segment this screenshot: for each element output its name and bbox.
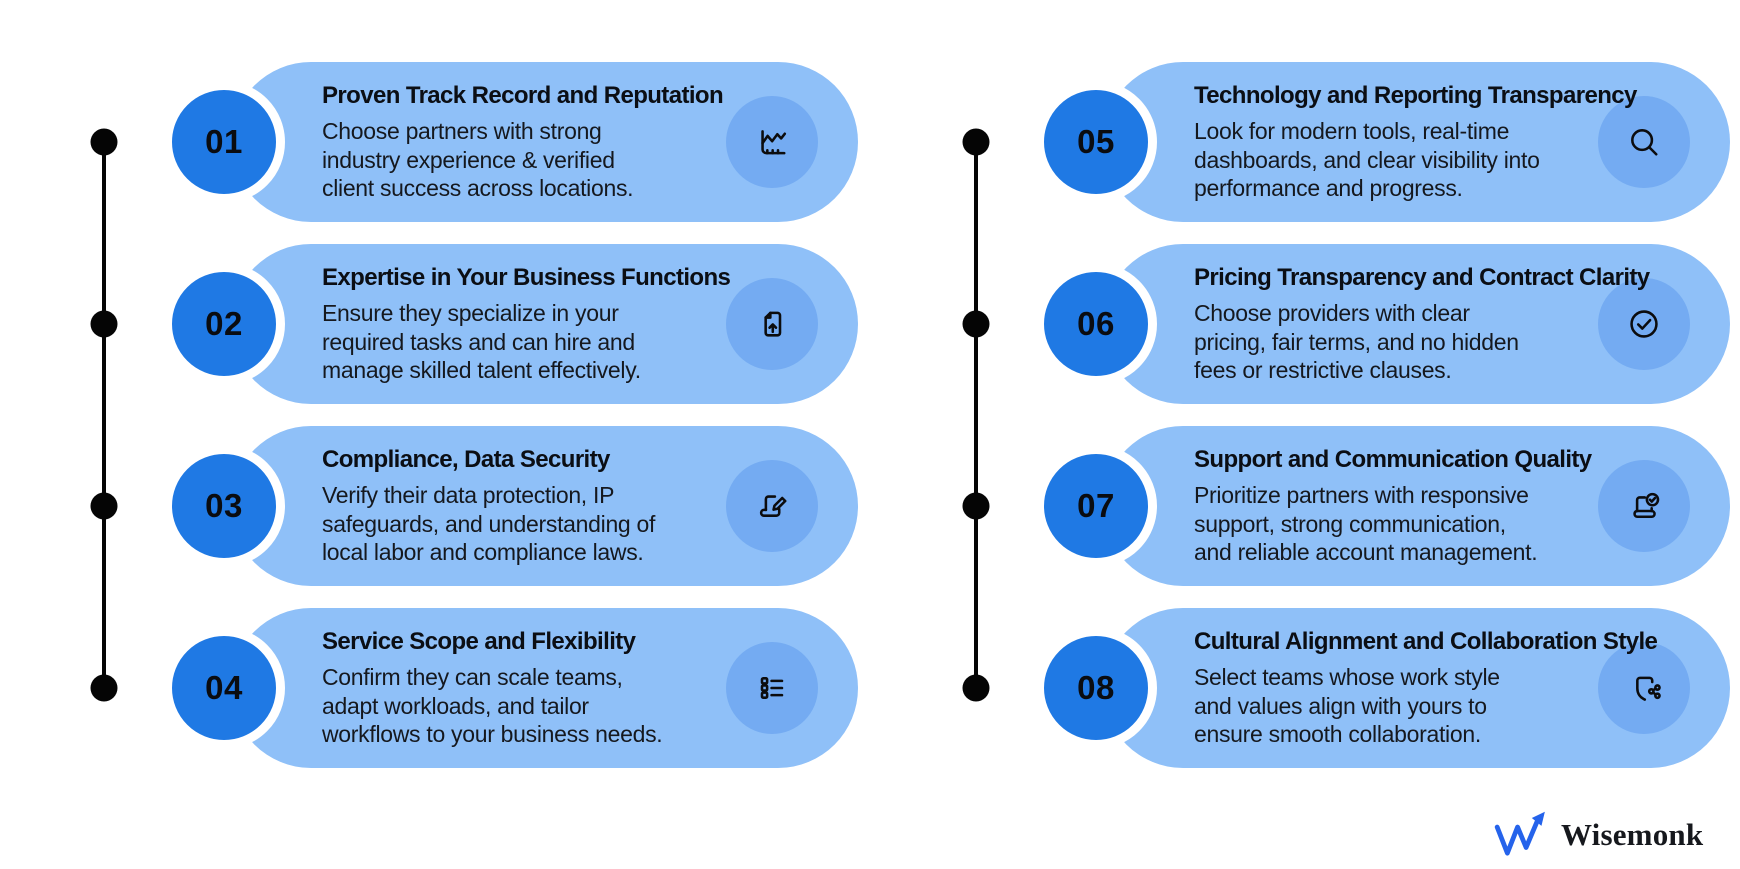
step-number: 06 xyxy=(1077,305,1115,342)
step-card-08: 08 Cultural Alignment and Collaboration … xyxy=(1035,608,1730,768)
timeline-dot-06 xyxy=(962,310,990,338)
card-icon-circle xyxy=(1598,96,1690,188)
check-circle-icon xyxy=(1630,310,1658,338)
card-description: Choose partners with strong industry exp… xyxy=(322,118,634,201)
contract-edit-icon xyxy=(759,495,787,517)
card-texts: Technology and Reporting Transparency Lo… xyxy=(1194,80,1637,203)
card-texts: Proven Track Record and Reputation Choos… xyxy=(322,80,724,203)
timeline-dot-08 xyxy=(962,674,990,702)
card-description: Choose providers with clear pricing, fai… xyxy=(1194,300,1519,383)
column-left: 01 Proven Track Record and Reputation Ch… xyxy=(163,62,858,790)
card-texts: Service Scope and Flexibility Confirm th… xyxy=(322,626,663,749)
card-texts: Support and Communication Quality Priori… xyxy=(1194,444,1592,567)
step-number-circle: 07 xyxy=(1035,445,1157,567)
card-icon-circle xyxy=(726,460,818,552)
card-icon-circle xyxy=(726,278,818,370)
step-card-02: 02 Expertise in Your Business Functions … xyxy=(163,244,858,404)
step-number: 02 xyxy=(205,305,243,342)
wisemonk-mark-icon xyxy=(1494,811,1545,856)
step-number-circle: 08 xyxy=(1035,627,1157,749)
timeline-dot-03 xyxy=(90,492,118,520)
step-number: 07 xyxy=(1077,487,1115,524)
step-number: 08 xyxy=(1077,669,1115,706)
card-title: Technology and Reporting Transparency xyxy=(1194,82,1637,109)
timeline-line-left xyxy=(102,142,106,688)
step-number-circle: 03 xyxy=(163,445,285,567)
step-card-01: 01 Proven Track Record and Reputation Ch… xyxy=(163,62,858,222)
card-title: Service Scope and Flexibility xyxy=(322,628,636,655)
timeline-dot-02 xyxy=(90,310,118,338)
timeline-dot-07 xyxy=(962,492,990,520)
timeline-dot-04 xyxy=(90,674,118,702)
card-texts: Cultural Alignment and Collaboration Sty… xyxy=(1194,626,1658,749)
step-card-06: 06 Pricing Transparency and Contract Cla… xyxy=(1035,244,1730,404)
timeline-line-right xyxy=(974,142,978,688)
step-number-circle: 04 xyxy=(163,627,285,749)
card-description: Verify their data protection, IP safegua… xyxy=(322,482,656,565)
step-number-circle: 02 xyxy=(163,263,285,385)
document-upload-icon xyxy=(764,311,782,337)
step-card-07: 07 Support and Communication Quality Pri… xyxy=(1035,426,1730,586)
card-description: Look for modern tools, real-time dashboa… xyxy=(1194,118,1540,201)
step-number-circle: 06 xyxy=(1035,263,1157,385)
card-icon-circle xyxy=(1598,460,1690,552)
brand-logo: Wisemonk xyxy=(1493,810,1703,860)
card-description: Confirm they can scale teams, adapt work… xyxy=(322,664,663,747)
card-icon-circle xyxy=(726,96,818,188)
step-card-05: 05 Technology and Reporting Transparency… xyxy=(1035,62,1730,222)
step-number-circle: 05 xyxy=(1035,81,1157,203)
card-icon-circle xyxy=(1598,278,1690,370)
column-right: 05 Technology and Reporting Transparency… xyxy=(1035,62,1730,790)
shield-share-icon xyxy=(1636,676,1661,701)
magnifier-icon xyxy=(1631,129,1658,156)
card-title: Compliance, Data Security xyxy=(322,446,610,473)
step-number: 03 xyxy=(205,487,243,524)
card-description: Select teams whose work style and values… xyxy=(1194,664,1500,747)
timeline-dot-01 xyxy=(90,128,118,156)
card-description: Prioritize partners with responsive supp… xyxy=(1194,482,1538,565)
card-title: Pricing Transparency and Contract Clarit… xyxy=(1194,264,1650,291)
step-number: 05 xyxy=(1077,123,1115,160)
card-title: Proven Track Record and Reputation xyxy=(322,82,724,109)
timeline-dot-05 xyxy=(962,128,990,156)
card-texts: Expertise in Your Business Functions Ens… xyxy=(322,262,731,385)
step-card-03: 03 Compliance, Data Security Verify thei… xyxy=(163,426,858,586)
card-title: Support and Communication Quality xyxy=(1194,446,1592,473)
step-number-circle: 01 xyxy=(163,81,285,203)
step-number: 01 xyxy=(205,123,243,160)
laptop-check-icon xyxy=(1633,492,1660,519)
checklist-icon xyxy=(760,677,784,699)
step-number: 04 xyxy=(205,669,243,706)
card-icon-circle xyxy=(726,642,818,734)
card-texts: Pricing Transparency and Contract Clarit… xyxy=(1194,262,1650,385)
card-texts: Compliance, Data Security Verify their d… xyxy=(322,444,655,567)
card-description: Ensure they specialize in your required … xyxy=(322,300,641,383)
card-icon-circle xyxy=(1598,642,1690,734)
line-chart-icon xyxy=(761,130,787,155)
brand-name: Wisemonk xyxy=(1561,817,1704,852)
card-title: Expertise in Your Business Functions xyxy=(322,264,731,291)
card-title: Cultural Alignment and Collaboration Sty… xyxy=(1194,628,1658,655)
step-card-04: 04 Service Scope and Flexibility Confirm… xyxy=(163,608,858,768)
